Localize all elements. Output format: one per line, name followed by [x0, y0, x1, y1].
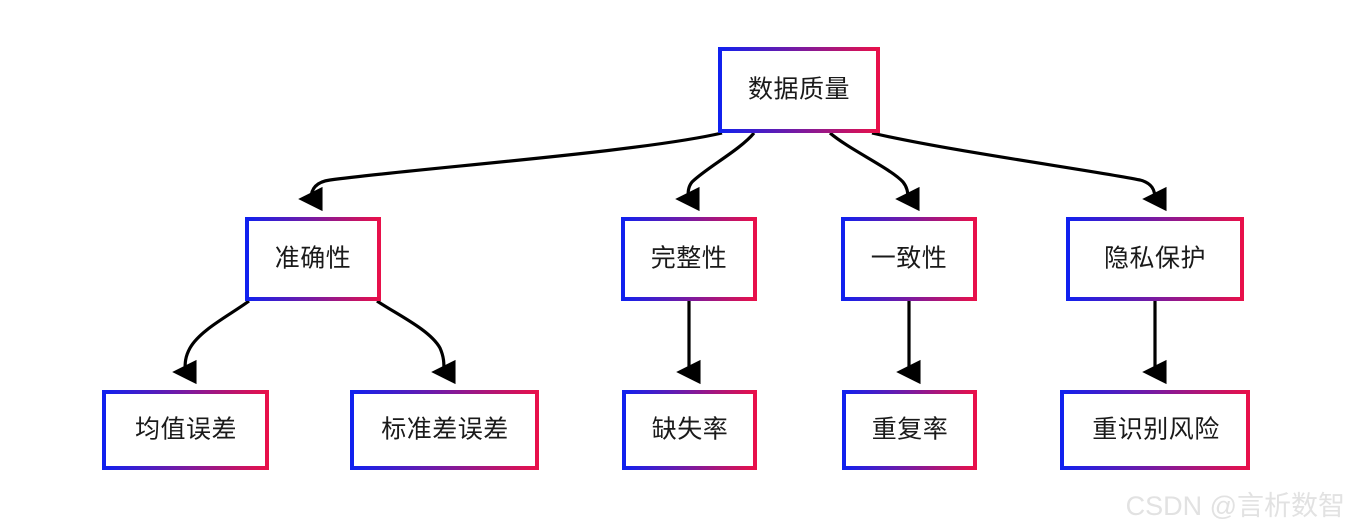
- node-accuracy-label: 准确性: [275, 245, 352, 273]
- node-reid-risk[interactable]: 重识别风险: [1060, 390, 1250, 470]
- node-accuracy[interactable]: 准确性: [245, 217, 381, 301]
- node-root-label: 数据质量: [748, 76, 850, 104]
- node-mean-error[interactable]: 均值误差: [102, 390, 269, 470]
- edge-root-to-privacy: [871, 131, 1167, 212]
- node-missing-rate-box[interactable]: [622, 390, 757, 470]
- node-consistency-label: 一致性: [871, 245, 948, 273]
- node-root-box[interactable]: [718, 47, 880, 133]
- node-root[interactable]: 数据质量: [718, 47, 880, 133]
- node-missing-rate-label: 缺失率: [652, 416, 729, 444]
- node-completeness[interactable]: 完整性: [621, 217, 757, 301]
- edge-root-to-consistency: [828, 131, 920, 212]
- node-privacy-label: 隐私保护: [1104, 245, 1206, 273]
- node-duplicate-rate-box[interactable]: [842, 390, 977, 470]
- node-privacy[interactable]: 隐私保护: [1066, 217, 1244, 301]
- csdn-watermark: CSDN @言析数智: [1126, 491, 1345, 521]
- nodes-layer: 数据质量 准确性 完整性 一致性 隐私保护 均值误差 标准差误差: [102, 47, 1250, 470]
- node-std-error-label: 标准差误差: [381, 416, 509, 444]
- edges-layer: [172, 131, 1167, 385]
- node-std-error-box[interactable]: [350, 390, 539, 470]
- node-duplicate-rate[interactable]: 重复率: [842, 390, 977, 470]
- edge-root-to-completeness: [675, 131, 756, 212]
- node-reid-risk-box[interactable]: [1060, 390, 1250, 470]
- node-privacy-box[interactable]: [1066, 217, 1244, 301]
- node-mean-error-box[interactable]: [102, 390, 269, 470]
- node-missing-rate[interactable]: 缺失率: [622, 390, 757, 470]
- node-consistency[interactable]: 一致性: [841, 217, 977, 301]
- node-completeness-label: 完整性: [651, 245, 728, 273]
- node-reid-risk-label: 重识别风险: [1092, 416, 1220, 444]
- node-accuracy-box[interactable]: [245, 217, 381, 301]
- node-duplicate-rate-label: 重复率: [872, 416, 949, 444]
- node-std-error[interactable]: 标准差误差: [350, 390, 539, 470]
- edge-accuracy-to-std-error: [376, 299, 456, 385]
- node-completeness-box[interactable]: [621, 217, 757, 301]
- edge-accuracy-to-mean-error: [172, 299, 250, 385]
- node-consistency-box[interactable]: [841, 217, 977, 301]
- node-mean-error-label: 均值误差: [135, 416, 237, 444]
- edge-root-to-accuracy: [298, 131, 723, 212]
